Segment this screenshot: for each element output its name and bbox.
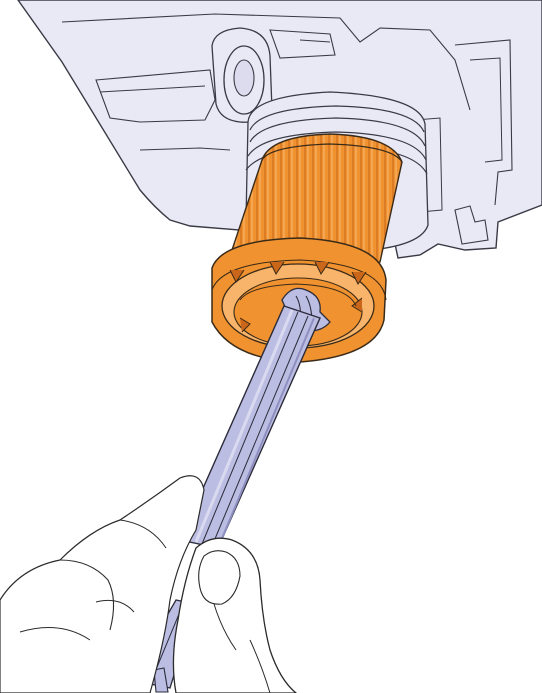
housing-latch (454, 205, 489, 245)
housing-panel-line (95, 69, 216, 123)
housing-panel-line (269, 29, 336, 59)
housing-panel-line (61, 13, 471, 111)
hand (0, 475, 298, 693)
housing-panel-line (299, 39, 331, 43)
housing-panel-line (99, 85, 206, 93)
housing-bracket (469, 57, 503, 163)
housing-panel-line (139, 147, 231, 151)
housing-bracket (454, 39, 513, 206)
housing-boss (211, 27, 273, 123)
